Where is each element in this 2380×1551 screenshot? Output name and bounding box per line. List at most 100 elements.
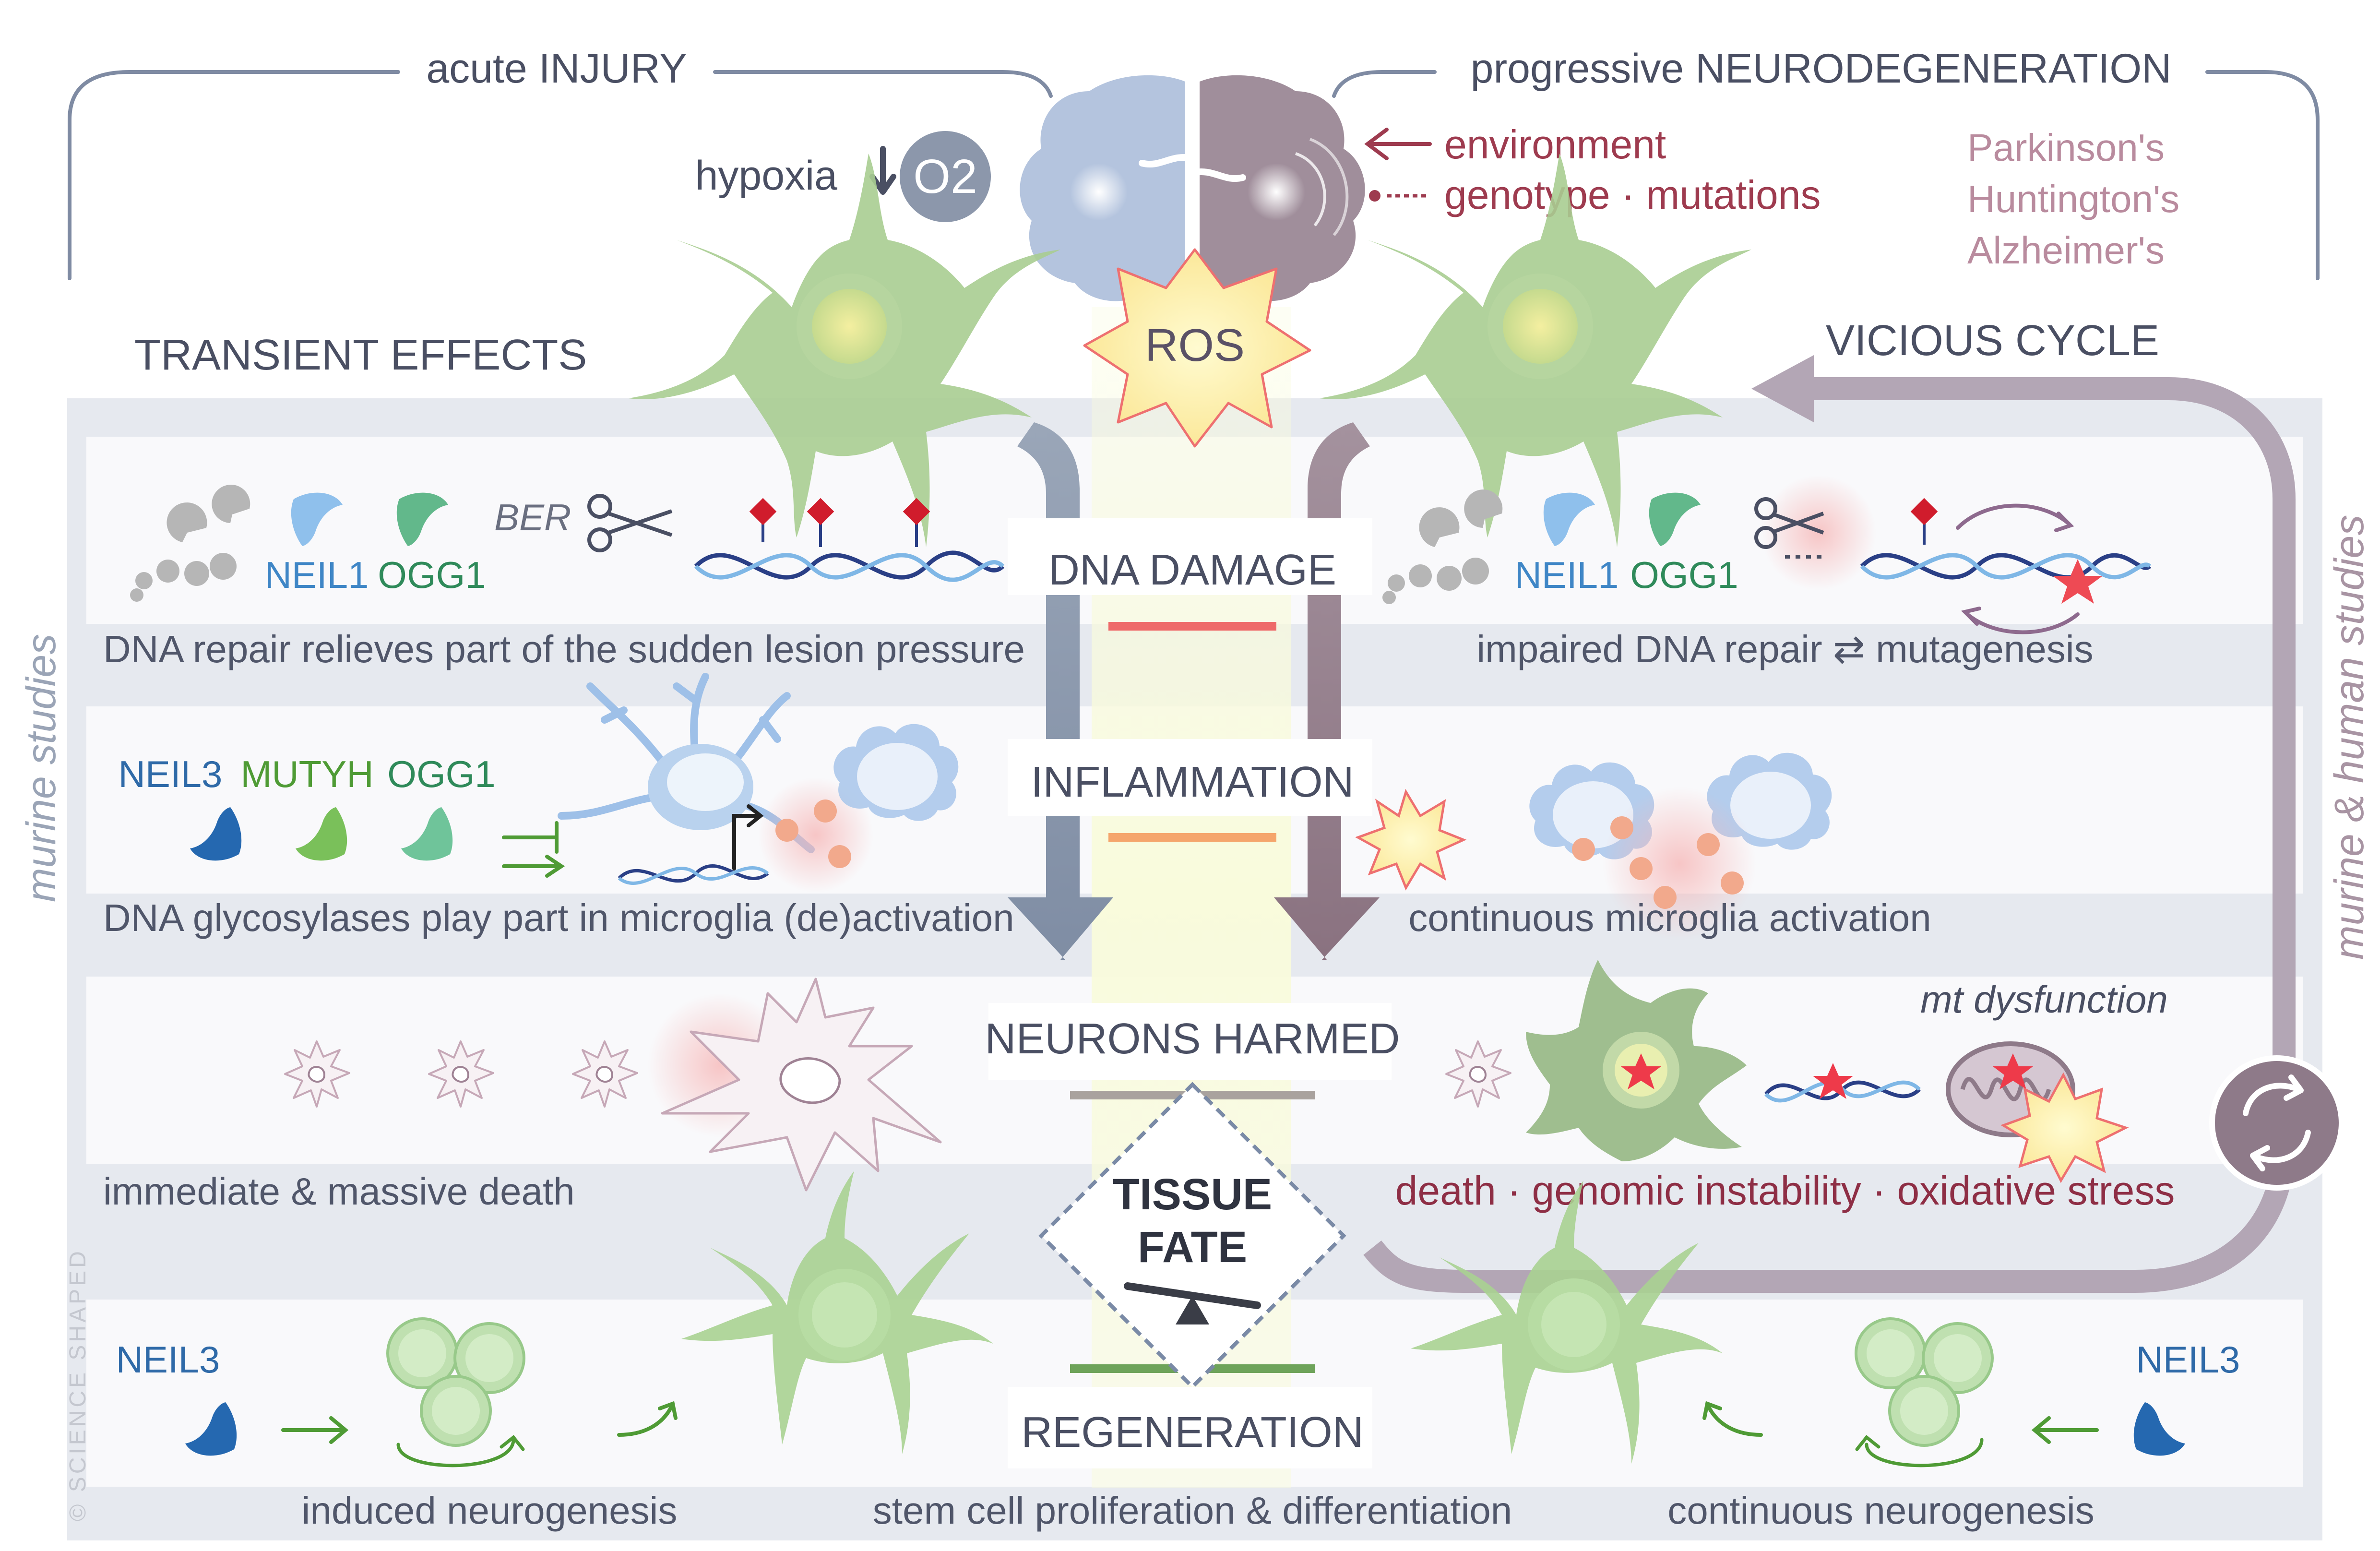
neurodegeneration-title: progressive NEURODEGENERATION — [1471, 46, 2172, 92]
scissors-icon-left — [587, 494, 673, 552]
left-bracket — [68, 70, 400, 280]
tissue-fate-diamond — [1038, 1082, 1346, 1390]
inflammation-glow-right — [1603, 787, 1756, 941]
right-flow-arrow — [1274, 422, 1380, 960]
hypoxia-label: hypoxia — [695, 153, 838, 199]
tissue-fate-line2: FATE — [1138, 1223, 1247, 1272]
refresh-icon-top — [2243, 1074, 2304, 1116]
disease-alzheimers: Alzheimer's — [1967, 229, 2165, 272]
environment-arrow-icon — [1364, 128, 1432, 160]
regeneration-center-caption: stem cell proliferation & differentiatio… — [873, 1489, 1512, 1532]
vicious-cycle-heading: VICIOUS CYCLE — [1826, 317, 2159, 365]
cycle-arrow-regen-right-icon — [1855, 1435, 1984, 1467]
disease-huntingtons: Huntington's — [1967, 178, 2179, 220]
dna-helix-right — [1860, 498, 2152, 634]
row-inflammation: INFLAMMATION NEIL3 MUTYH OGG1 — [103, 673, 1931, 941]
dna-damage-title: DNA DAMAGE — [1048, 546, 1336, 594]
scissors-icon-right — [1754, 497, 1824, 559]
dna-damage-right-caption: impaired DNA repair ⇄ mutagenesis — [1476, 628, 2093, 670]
cycle-arrow-regen-left-icon — [396, 1435, 525, 1467]
regeneration-right-caption: continuous neurogenesis — [1667, 1489, 2094, 1532]
refresh-icon-bottom — [2250, 1130, 2311, 1171]
acute-injury-title: acute INJURY — [426, 46, 687, 92]
right-bracket — [2205, 70, 2320, 280]
risk-factors: environment genotype · mutations — [1364, 122, 1821, 217]
inflammation-title-bg — [1008, 739, 1372, 816]
brain-glow-left — [1070, 163, 1128, 221]
ros-star — [1083, 248, 1311, 448]
brain-fissure — [1139, 112, 1246, 210]
inhibit-activate-icon — [502, 821, 565, 878]
cytokines-right — [1572, 816, 1744, 909]
dying-neuron-large — [661, 978, 942, 1192]
transient-effects-heading: TRANSIENT EFFECTS — [134, 331, 587, 379]
right-bracket-start — [1332, 70, 1437, 98]
neil3-label: NEIL3 — [119, 753, 223, 795]
oxygen-label: O2 — [913, 150, 977, 203]
neurons-title-bg — [988, 1003, 1392, 1080]
arrow-right-icon-1 — [281, 1416, 349, 1444]
disease-list: Parkinson's Huntington's Alzheimer's — [1967, 126, 2179, 272]
vicious-cycle-loop — [1363, 355, 2344, 1293]
dna-damage-title-bg — [1008, 518, 1372, 595]
cytokines-left — [775, 799, 851, 868]
dna-mutation-icon — [1764, 1063, 1921, 1103]
mutyh-label: MUTYH — [240, 753, 373, 795]
environment-label: environment — [1444, 122, 1666, 167]
neil3-label-regen-right: NEIL3 — [2136, 1338, 2240, 1381]
murine-studies-label: murine studies — [18, 634, 64, 902]
inflammation-title: INFLAMMATION — [1031, 758, 1354, 806]
mt-dysfunction-label: mt dysfunction — [1920, 978, 2168, 1021]
dna-gene-icon — [618, 804, 769, 885]
tissue-fate: TISSUE FATE — [1038, 1082, 1346, 1390]
watermark: © SCIENCE SHAPED — [65, 1248, 91, 1521]
arrow-up-right-icon — [617, 1401, 678, 1437]
cycle-arrow-bottom-icon — [1961, 607, 2080, 634]
row-dna-damage: DNA DAMAGE NEIL1 OGG1 BER — [103, 475, 2152, 670]
cycle-circle — [2209, 1055, 2344, 1191]
regeneration-title: REGENERATION — [1021, 1408, 1363, 1456]
tissue-fate-line1: TISSUE — [1113, 1170, 1272, 1219]
microglia-nucleus-left — [667, 753, 744, 811]
neil3-label-regen-left: NEIL3 — [116, 1338, 220, 1381]
pacman-molecules-right — [1382, 489, 1503, 604]
ogg1-label-right: OGG1 — [1630, 554, 1738, 596]
row-neurons: NEURONS HARMED mt dysfunction imm — [103, 960, 2175, 1213]
left-bracket-end — [713, 70, 1053, 98]
neurons-title: NEURONS HARMED — [985, 1015, 1400, 1063]
stressed-neuron — [1526, 960, 1747, 1161]
row-regeneration: REGENERATION NEIL3 NEIL3 induced neuroge… — [116, 1171, 2240, 1532]
ogg1-label-left: OGG1 — [378, 554, 486, 596]
brain-ring-1 — [1295, 152, 1326, 227]
murine-human-studies-label: murine & human studies — [2326, 515, 2372, 960]
brain-ring-2 — [1309, 138, 1349, 236]
ros-burst-small — [1355, 788, 1467, 891]
genotype-label: genotype · mutations — [1444, 172, 1821, 217]
neil1-label-right: NEIL1 — [1515, 554, 1619, 596]
inflammation-left-caption: DNA glycosylases play part in microglia … — [103, 896, 1014, 939]
ogg1-label-inflammation: OGG1 — [387, 753, 495, 795]
oxygen-circle — [900, 131, 991, 222]
regeneration-title-bg — [1008, 1387, 1372, 1468]
mitochondrion-icon — [1946, 1041, 2129, 1183]
central-arrows — [988, 422, 1392, 1468]
ber-label: BER — [494, 496, 571, 538]
cycle-path — [1363, 377, 2296, 1293]
ros-label: ROS — [1145, 320, 1245, 371]
neurons-right-caption: death · genomic instability · oxidative … — [1395, 1168, 2175, 1213]
left-flow-arrow — [1008, 422, 1113, 960]
neurons-left-caption: immediate & massive death — [103, 1170, 575, 1213]
hypoxia-group: hypoxia O2 — [695, 131, 991, 222]
arrow-up-left-icon — [1702, 1401, 1763, 1437]
inflammation-right-caption: continuous microglia activation — [1408, 896, 1931, 939]
mutation-star-icon — [2053, 559, 2103, 604]
pacman-molecules-left — [130, 485, 250, 602]
neil1-label-left: NEIL1 — [265, 554, 369, 596]
brain-icon — [1020, 75, 1365, 301]
cycle-arrow-top-icon — [1956, 503, 2074, 532]
dna-helix-left — [694, 498, 1005, 582]
brain-glow-right — [1248, 163, 1305, 221]
regeneration-left-caption: induced neurogenesis — [302, 1489, 678, 1532]
header-brackets: acute INJURY progressive NEURODEGENERATI… — [68, 46, 2320, 280]
